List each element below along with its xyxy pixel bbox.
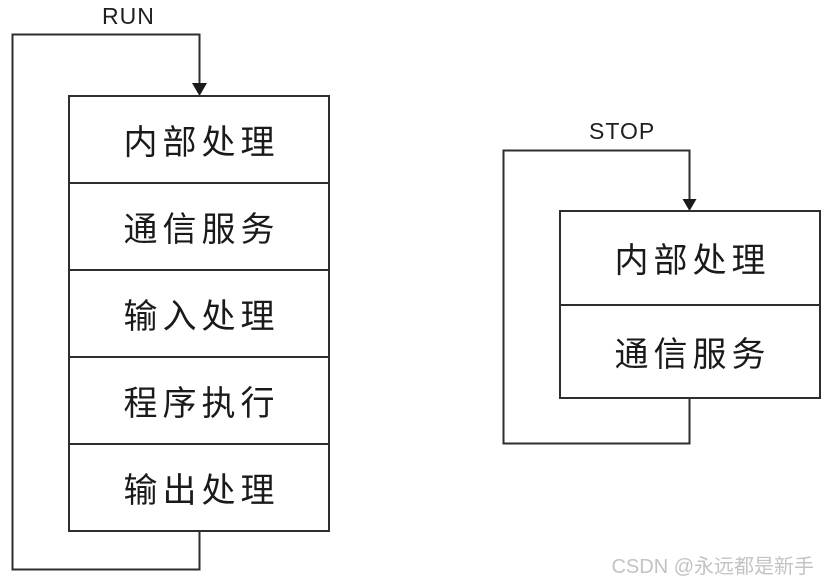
run-arrowhead-down-icon [192,83,207,96]
process-box-program-execution: 程序执行 [70,356,328,443]
process-box-output-processing: 输出处理 [70,443,328,530]
run-loop-path [11,33,201,571]
process-box-input-processing: 输入处理 [70,269,328,356]
process-box-internal-processing: 内部处理 [123,125,280,162]
process-box-communication-service: 通信服务 [70,182,328,269]
process-box-internal-processing: 内部处理 [614,243,771,281]
run-process-stack: 内部处理 通信服务 输入处理 程序执行 输出处理 [68,95,330,532]
stop-arrowhead-down-icon [682,199,697,211]
stop-label: STOP [589,118,656,144]
stop-process-stack: 内部处理 通信服务 [559,210,821,399]
process-box-communication-service: 通信服务 [561,303,819,398]
stop-loop-path [502,149,691,445]
csdn-watermark: CSDN @永远都是新手 [611,556,814,578]
run-label: RUN [102,3,155,29]
